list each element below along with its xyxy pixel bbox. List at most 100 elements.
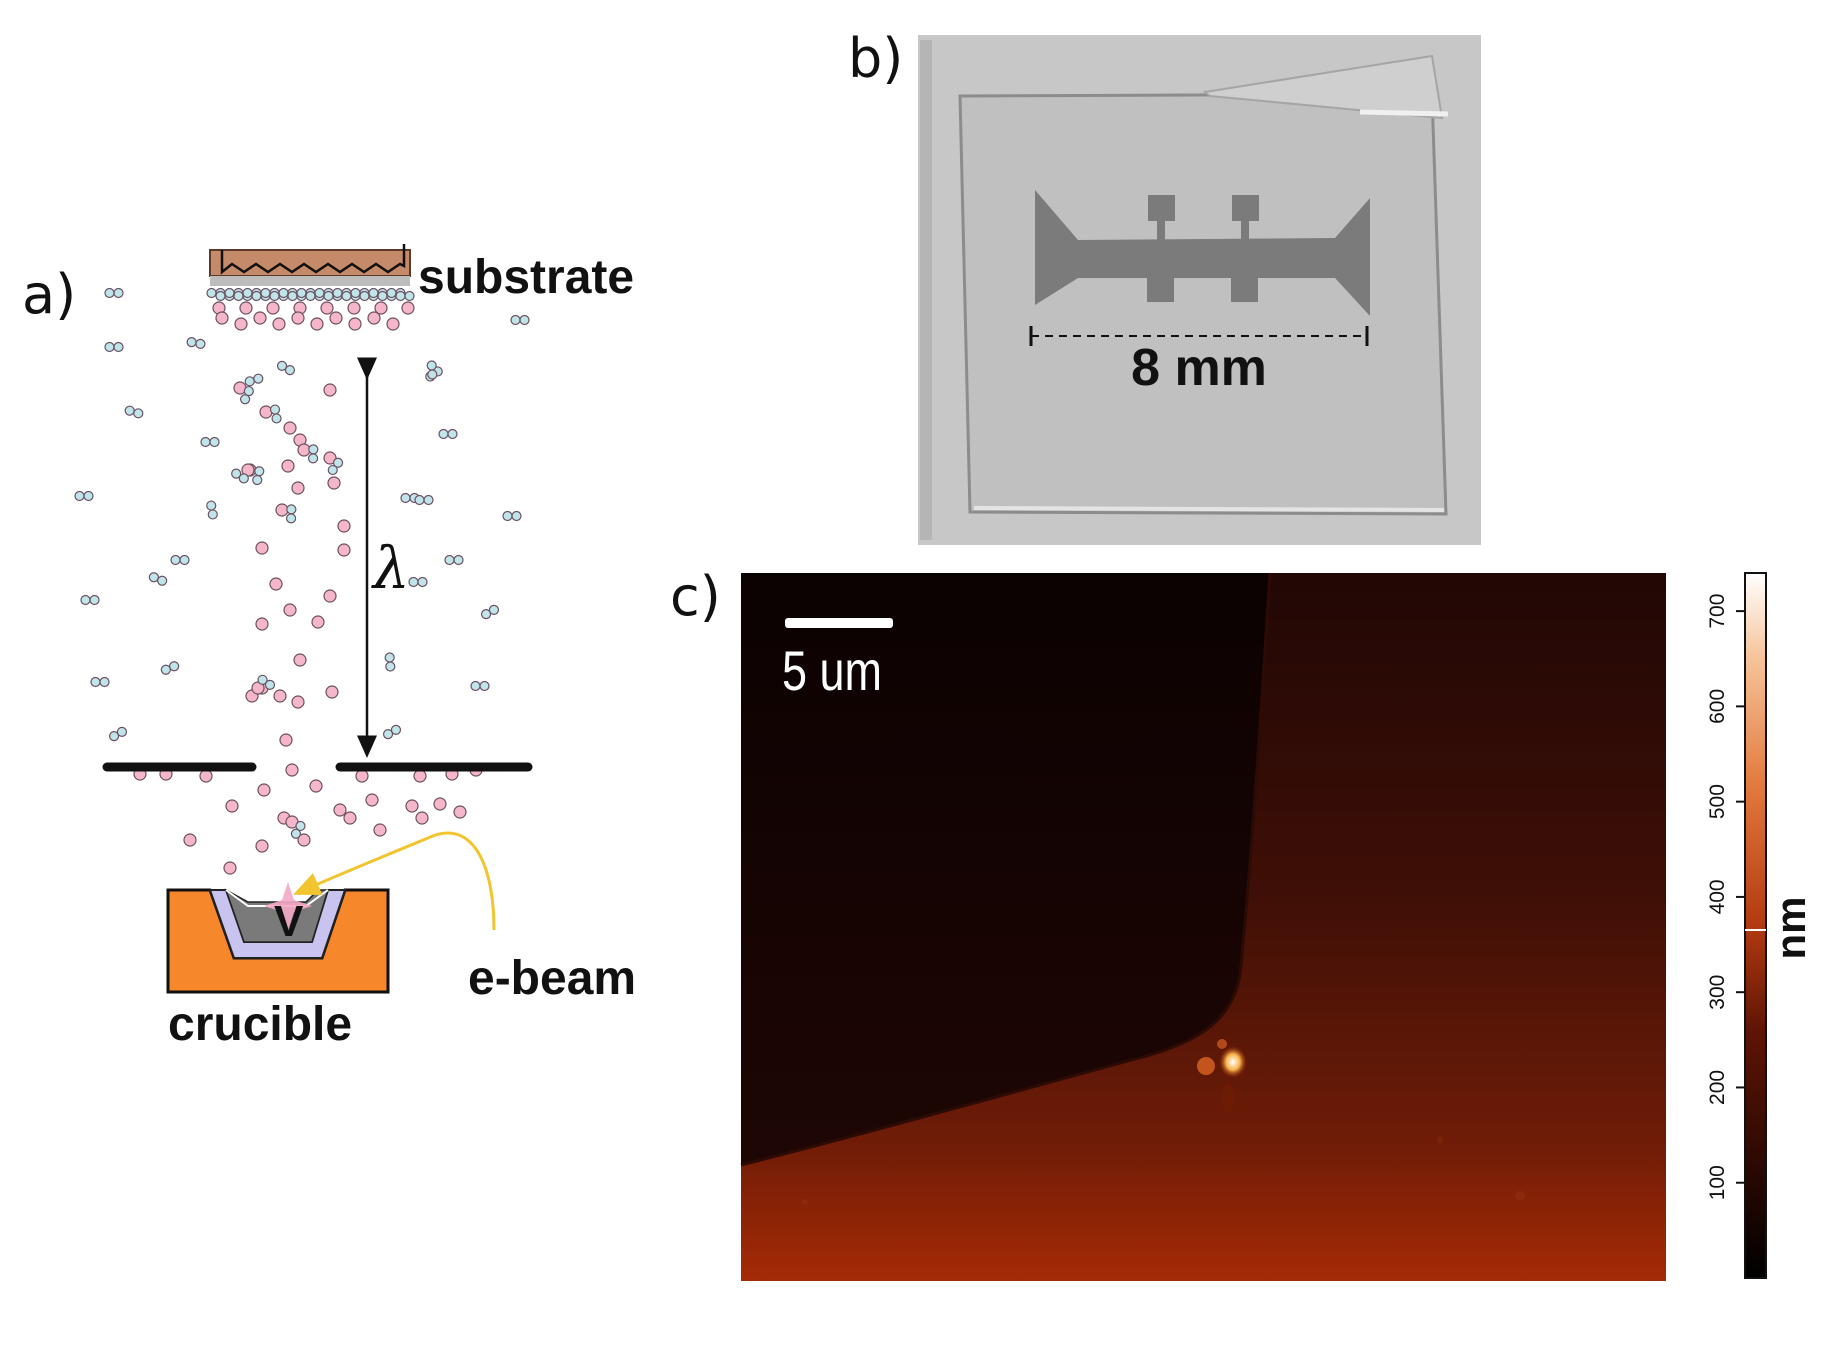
oxygen-molecule-atom [408,576,419,588]
oxygen-molecule-atom [305,290,316,302]
oxygen-molecule-atom [207,509,218,520]
oxygen-molecule-atom [104,287,115,299]
vanadium-atom [310,317,324,331]
oxygen-molecule-atom [243,385,254,397]
panel-b-photo: 8 mm [918,35,1481,545]
vanadium-atom [374,301,388,315]
oxygen-molecule-atom [295,820,306,832]
colorbar-unit-label: nm [1767,897,1814,960]
vanadium-atom [348,317,362,331]
atom-cloud [74,287,530,875]
vanadium-atom [269,577,283,591]
oxygen-molecule-atom [251,290,262,302]
oxygen-molecule-atom [124,405,135,416]
scale-bar-5um [785,618,893,628]
oxygen-molecule-atom [284,365,296,376]
crucible-label: crucible [168,998,352,1051]
oxygen-molecule-atom [327,464,338,476]
vanadium-atom [343,811,357,825]
scale-label-5um: 5 um [782,639,882,702]
afm-bright-particle [1219,1046,1247,1078]
vanadium-atom [323,383,337,397]
vanadium-atom [337,519,351,533]
oxygen-molecule-atom [116,726,128,737]
colorbar-tick-label: 500 [1706,784,1729,819]
vanadium-atom [215,311,229,325]
vanadium-atom [367,311,381,325]
oxygen-molecule-atom [83,490,94,502]
oxygen-molecule-atom [157,575,168,586]
oxygen-molecule-atom [404,290,415,302]
vanadium-atom [337,543,351,557]
vanadium-atom [297,443,311,457]
panel-label-c: c) [670,565,721,628]
vanadium-atom [297,833,311,847]
evaporation-spark [264,882,312,930]
vanadium-atom [234,317,248,331]
vanadium-atom [266,301,280,315]
oxygen-molecule-atom [287,290,298,302]
vanadium-atom [257,783,271,797]
oxygen-molecule-atom [169,661,180,672]
vanadium-atom [283,603,297,617]
oxygen-molecule-atom [233,290,244,302]
oxygen-molecule-atom [179,554,190,566]
vanadium-atom [311,615,325,629]
oxygen-molecule-atom [390,724,402,735]
oxygen-molecule-atom [519,314,530,326]
oxygen-molecule-atom [264,679,276,690]
oxygen-molecule-atom [238,473,249,484]
e-beam-path [292,831,496,931]
oxygen-molecule-atom [252,474,263,486]
vanadium-atom [323,589,337,603]
vanadium-atom [401,301,415,315]
panel-label-a: a) [22,263,77,326]
oxygen-molecule-atom [113,341,124,353]
oxygen-molecule-atom [385,661,396,672]
oxygen-molecule-atom [314,287,325,299]
colorbar-tick-label: 700 [1706,594,1729,629]
oxygen-molecule-atom [239,394,251,405]
vanadium-atom [373,823,387,837]
vanadium-atom [183,833,197,847]
oxygen-molecule-atom [133,408,144,419]
oxygen-molecule-atom [414,494,425,506]
vanadium-atom [293,653,307,667]
vanadium-atom [283,421,297,435]
vanadium-atom [291,311,305,325]
vanadium-atom [386,317,400,331]
vanadium-atom [255,617,269,631]
oxygen-molecule-atom [427,369,438,380]
vanadium-atom [223,861,237,875]
oxygen-molecule-atom [215,290,226,302]
panel-a-diagram: substrate λ V crucible e-beam [74,244,636,1051]
oxygen-molecule-atom [423,494,434,506]
vanadium-atom [347,301,361,315]
oxygen-molecule-atom [160,664,171,675]
vanadium-atom [253,311,267,325]
oxygen-molecule-atom [308,444,319,455]
oxygen-molecule-atom [368,287,379,299]
oxygen-molecule-atom [384,652,395,663]
vanadium-atom [225,799,239,813]
colorbar-tick-label: 200 [1706,1070,1729,1105]
oxygen-molecule-atom [170,554,181,566]
oxygen-molecule-atom [417,576,428,588]
lambda-symbol: λ [371,534,410,602]
oxygen-molecule-atom [231,468,242,479]
source-letter: V [274,897,304,946]
oxygen-molecule-atom [200,436,211,448]
scale-bar-8mm [1029,326,1369,346]
vanadium-atom [329,311,343,325]
colorbar-tick-label: 400 [1706,879,1729,914]
glass-substrate [958,92,1448,516]
vanadium-atom [255,839,269,853]
oxygen-molecule-atom [386,287,397,299]
oxygen-molecule-atom [148,572,159,583]
colorbar-tick-label: 600 [1706,689,1729,724]
oxygen-molecule-atom [224,287,235,299]
oxygen-molecule-atom [377,290,388,302]
vanadium-atom [255,541,269,555]
